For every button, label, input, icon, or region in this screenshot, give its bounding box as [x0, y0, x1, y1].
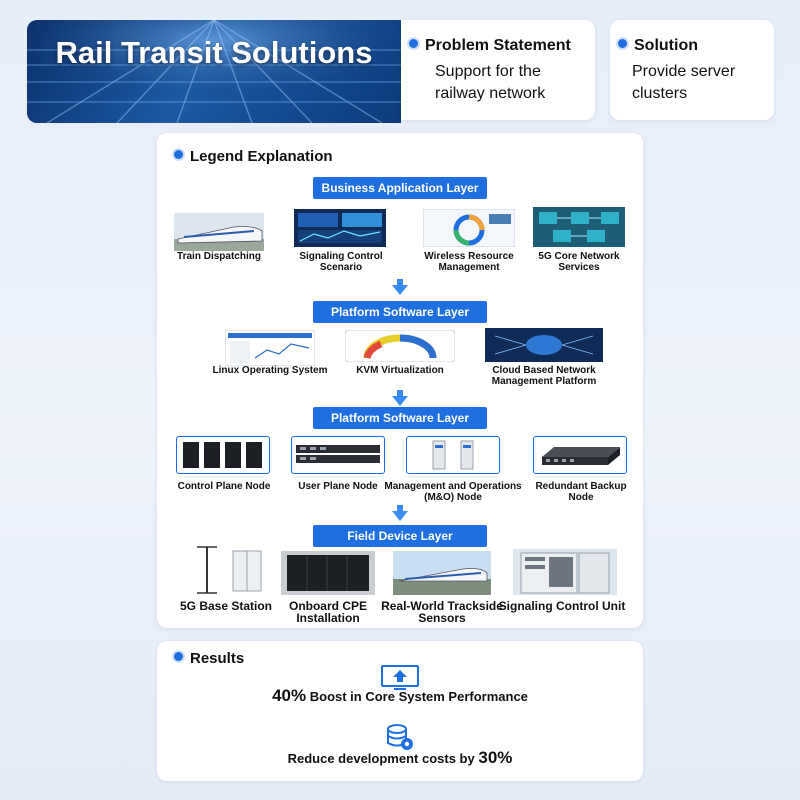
item-redundant-backup: Redundant Backup Node	[535, 481, 627, 503]
monitor-upload-icon	[381, 665, 419, 690]
item-signaling-control: Signaling Control Scenario	[299, 251, 383, 273]
trackside-sensors-image	[393, 551, 491, 595]
item-mo-node: Management and Operations (M&O) Node	[384, 481, 522, 503]
item-user-plane: User Plane Node	[298, 481, 378, 492]
item-control-plane: Control Plane Node	[177, 481, 271, 492]
database-cost-icon	[387, 724, 413, 750]
hero-banner: Rail Transit Solutions	[27, 20, 401, 123]
train-dispatching-image	[174, 213, 264, 251]
solution-text: Provide server clusters	[632, 63, 736, 102]
item-linux-os: Linux Operating System	[212, 365, 328, 376]
arrow-down-icon	[392, 390, 408, 406]
solution-card: Solution Provide server clusters	[610, 20, 774, 120]
arrow-down-icon	[392, 505, 408, 521]
mo-node-image	[406, 436, 500, 474]
result-performance: 40% Boost in Core System Performance	[157, 686, 643, 706]
item-train-dispatching: Train Dispatching	[177, 251, 261, 262]
result-cost: Reduce development costs by 30%	[157, 748, 643, 768]
layer-label-platform-2: Platform Software Layer	[313, 407, 487, 429]
layer-label-platform-1: Platform Software Layer	[313, 301, 487, 323]
signaling-control-unit-image	[513, 549, 617, 595]
result-cost-value: 30%	[478, 748, 513, 767]
5g-core-network-image	[533, 207, 625, 247]
page-title: Rail Transit Solutions	[55, 35, 373, 70]
layer-label-business: Business Application Layer	[313, 177, 487, 199]
result-performance-text: Boost in Core System Performance	[309, 689, 528, 704]
item-5g-base-station: 5G Base Station	[179, 599, 273, 613]
item-5g-core: 5G Core Network Services	[538, 251, 620, 273]
control-plane-node-image	[176, 436, 270, 474]
kvm-virtualization-image	[345, 330, 455, 362]
arrow-down-icon	[392, 279, 408, 295]
results-heading: Results	[190, 650, 245, 667]
signaling-control-image	[294, 209, 386, 247]
redundant-backup-node-image	[533, 436, 627, 474]
item-cloud-network: Cloud Based Network Management Platform	[491, 365, 597, 387]
cloud-network-image	[485, 328, 603, 362]
bullet-icon	[174, 150, 183, 160]
item-wireless-resource: Wireless Resource Management	[424, 251, 514, 273]
problem-text: Support for the railway network	[435, 63, 546, 102]
results-card: Results 40% Boost in Core System Perform…	[157, 641, 643, 781]
item-trackside-sensors: Real-World Trackside Sensors	[381, 599, 503, 625]
item-kvm: KVM Virtualization	[356, 365, 444, 376]
bullet-icon	[174, 652, 183, 662]
result-performance-value: 40%	[272, 686, 307, 705]
layer-label-field: Field Device Layer	[313, 525, 487, 547]
wireless-resource-image	[423, 209, 515, 247]
solution-heading: Solution	[634, 37, 698, 54]
bullet-icon	[618, 39, 627, 49]
railway-tracks-image	[27, 20, 401, 123]
5g-base-station-image	[193, 539, 267, 595]
problem-heading: Problem Statement	[425, 37, 571, 54]
legend-heading: Legend Explanation	[190, 148, 333, 165]
user-plane-node-image	[291, 436, 385, 474]
legend-card: Legend Explanation Business Application …	[157, 133, 643, 628]
onboard-cpe-image	[281, 551, 375, 595]
result-cost-text: Reduce development costs by	[287, 751, 475, 766]
item-onboard-cpe: Onboard CPE Installation	[288, 599, 367, 625]
item-signaling-control-unit: Signaling Control Unit	[498, 599, 626, 613]
problem-statement-card: Problem Statement Support for the railwa…	[401, 20, 595, 120]
bullet-icon	[409, 39, 418, 49]
linux-os-image	[225, 330, 315, 366]
